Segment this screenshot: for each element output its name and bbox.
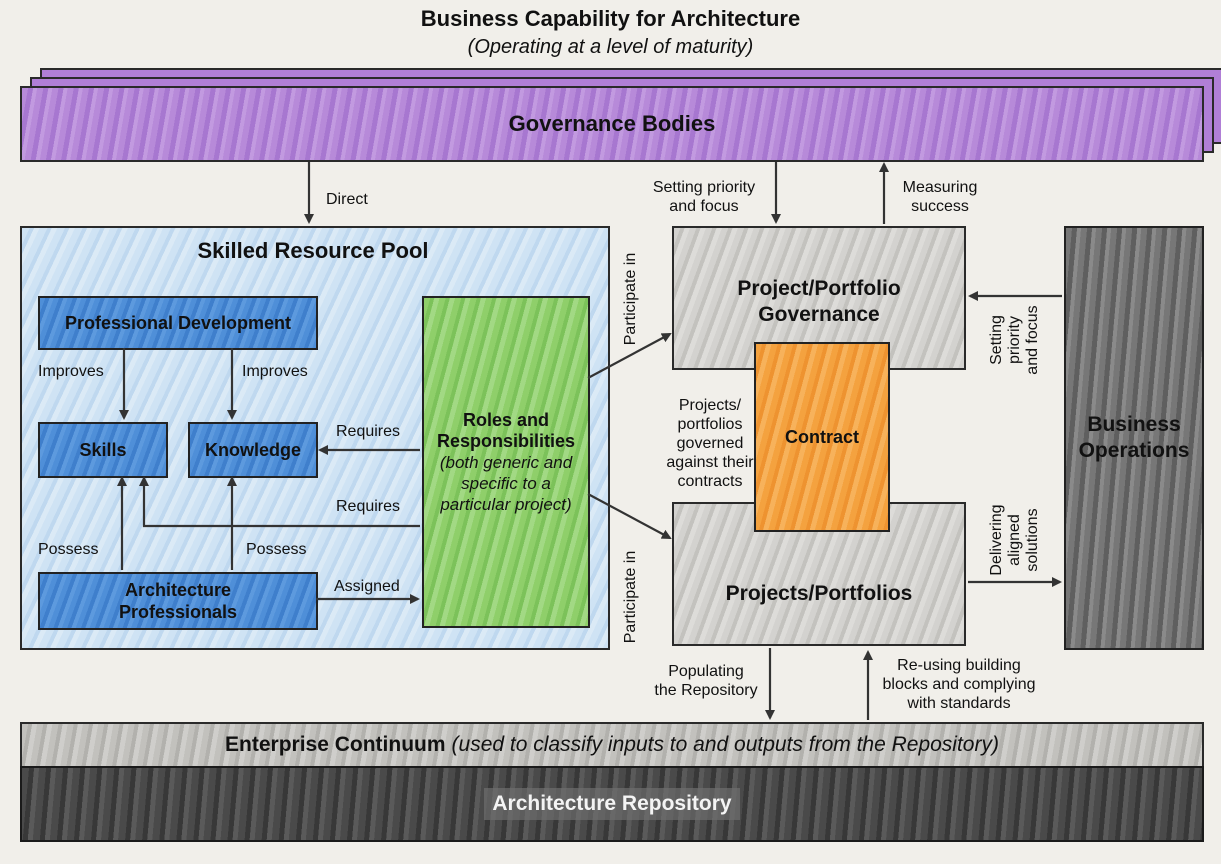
label-possess-right: Possess	[246, 541, 307, 558]
professional-development-box[interactable]: Professional Development	[38, 296, 318, 350]
architecture-repository-label: Architecture Repository	[484, 788, 740, 820]
skills-label: Skills	[79, 440, 127, 460]
project-portfolio-governance-label: Project/Portfolio Governance	[737, 277, 901, 326]
label-requires-bottom: Requires	[336, 498, 401, 515]
enterprise-continuum-box[interactable]: Enterprise Continuum (used to classify i…	[20, 722, 1204, 768]
roles-detail: (both generic and specific to a particul…	[439, 452, 573, 514]
diagram-subtitle: (Operating at a level of maturity)	[467, 36, 754, 58]
arrow-participate-bottom	[587, 493, 672, 539]
business-operations-box[interactable]: Business Operations	[1064, 226, 1204, 650]
contract-label: Contract	[784, 426, 859, 447]
label-governed-against: Projects/ portfolios governed against th…	[666, 397, 754, 490]
label-measuring-success: Measuring success	[902, 179, 978, 215]
label-participate-bottom: Participate in	[622, 550, 639, 644]
contract-box[interactable]: Contract	[754, 342, 890, 532]
arrow-participate-top	[587, 333, 672, 379]
label-participate-top: Participate in	[622, 252, 639, 346]
architecture-repository-box[interactable]: Architecture Repository	[20, 766, 1204, 842]
knowledge-label: Knowledge	[204, 440, 301, 460]
label-reusing: Re-using building blocks and complying w…	[882, 657, 1036, 712]
professional-development-label: Professional Development	[64, 313, 292, 333]
governance-bodies-label: Governance Bodies	[508, 111, 716, 136]
skills-box[interactable]: Skills	[38, 422, 168, 478]
label-populating: Populating the Repository	[654, 663, 758, 699]
label-assigned: Assigned	[334, 578, 400, 595]
label-setting-priority-top: Setting priority and focus	[652, 179, 756, 215]
label-requires-top: Requires	[336, 423, 401, 440]
enterprise-continuum-label: Enterprise Continuum	[225, 733, 446, 756]
label-direct: Direct	[326, 191, 368, 208]
projects-portfolios-label: Projects/Portfolios	[725, 582, 913, 605]
label-delivering: Delivering aligned solutions	[988, 504, 1041, 576]
diagram-title: Business Capability for Architecture	[420, 6, 801, 31]
knowledge-box[interactable]: Knowledge	[188, 422, 318, 478]
governance-bodies-box[interactable]: Governance Bodies	[20, 86, 1204, 162]
label-improves-left: Improves	[38, 363, 104, 380]
enterprise-continuum-note: (used to classify inputs to and outputs …	[451, 733, 999, 756]
label-improves-right: Improves	[242, 363, 308, 380]
architecture-professionals-box[interactable]: Architecture Professionals	[38, 572, 318, 630]
arrow-requires-bottom	[139, 476, 420, 528]
label-possess-left: Possess	[38, 541, 99, 558]
label-setting-priority-side: Setting priority and focus	[988, 305, 1041, 375]
project-portfolio-governance-box[interactable]: Project/Portfolio Governance	[672, 226, 966, 370]
roles-responsibilities-box[interactable]: Roles and Responsibilities (both generic…	[422, 296, 590, 628]
roles-title: Roles and Responsibilities	[436, 409, 576, 451]
architecture-professionals-label: Architecture Professionals	[118, 580, 238, 622]
business-operations-label: Business Operations	[1078, 413, 1190, 462]
skilled-resource-pool-title: Skilled Resource Pool	[197, 238, 429, 263]
